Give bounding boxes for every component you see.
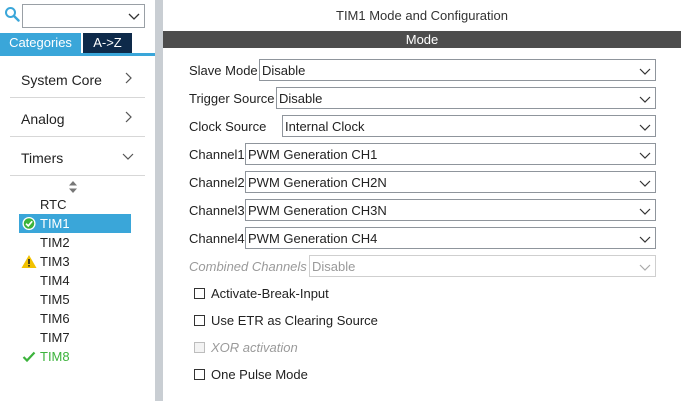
channel4-select[interactable]: PWM Generation CH4 bbox=[245, 227, 656, 249]
timer-label: TIM7 bbox=[40, 330, 70, 345]
timer-item-tim5[interactable]: TIM5 bbox=[19, 290, 131, 309]
search-row bbox=[0, 3, 155, 28]
timer-label: TIM4 bbox=[40, 273, 70, 288]
timer-item-tim2[interactable]: TIM2 bbox=[19, 233, 131, 252]
timer-item-tim4[interactable]: TIM4 bbox=[19, 271, 131, 290]
channel1-label: Channel1 bbox=[189, 147, 245, 162]
trigger-source-select[interactable]: Disable bbox=[276, 87, 656, 109]
tab-underline bbox=[0, 53, 155, 56]
sort-icon[interactable] bbox=[68, 181, 78, 193]
category-timers[interactable]: Timers bbox=[10, 138, 145, 176]
category-label: System Core bbox=[21, 72, 102, 88]
left-panel: Categories A->Z System Core Analog Timer… bbox=[0, 0, 155, 401]
category-analog[interactable]: Analog bbox=[10, 99, 145, 137]
checkbox-label: Activate-Break-Input bbox=[211, 286, 329, 301]
timer-item-tim6[interactable]: TIM6 bbox=[19, 309, 131, 328]
timer-label: TIM1 bbox=[40, 216, 70, 231]
category-tabs: Categories A->Z bbox=[0, 33, 155, 53]
check-icon bbox=[22, 351, 36, 363]
channel4-label: Channel4 bbox=[189, 231, 245, 246]
channel2-value: PWM Generation CH2N bbox=[248, 175, 387, 190]
clock-source-label: Clock Source bbox=[189, 119, 267, 134]
check-circle-icon bbox=[22, 216, 36, 231]
category-label: Timers bbox=[21, 150, 64, 166]
channel2-select[interactable]: PWM Generation CH2N bbox=[245, 171, 656, 193]
timer-label: TIM8 bbox=[40, 349, 70, 364]
checkbox-label: XOR activation bbox=[211, 340, 298, 355]
timer-label: TIM5 bbox=[40, 292, 70, 307]
chevron-down-icon bbox=[122, 153, 134, 160]
panel-splitter[interactable] bbox=[155, 0, 163, 401]
search-input[interactable] bbox=[23, 5, 123, 27]
chevron-down-icon[interactable] bbox=[128, 10, 140, 22]
timer-label: TIM3 bbox=[40, 254, 70, 269]
timer-item-tim7[interactable]: TIM7 bbox=[19, 328, 131, 347]
timer-label: TIM2 bbox=[40, 235, 70, 250]
mode-section-header[interactable]: Mode bbox=[163, 31, 681, 48]
slave-mode-label: Slave Mode bbox=[189, 63, 258, 78]
slave-mode-select[interactable]: Disable bbox=[259, 59, 656, 81]
trigger-source-label: Trigger Source bbox=[189, 91, 275, 106]
timer-item-rtc[interactable]: RTC bbox=[19, 195, 131, 214]
trigger-source-value: Disable bbox=[279, 91, 323, 106]
channel1-value: PWM Generation CH1 bbox=[248, 147, 378, 162]
chevron-down-icon bbox=[639, 152, 651, 159]
checkbox-box[interactable] bbox=[194, 369, 205, 380]
checkbox-box bbox=[194, 342, 205, 353]
combined-channels-value: Disable bbox=[312, 259, 356, 274]
chevron-down-icon bbox=[639, 264, 651, 271]
search-combobox[interactable] bbox=[22, 4, 145, 28]
tab-a-to-z[interactable]: A->Z bbox=[83, 33, 132, 53]
category-label: Analog bbox=[21, 111, 65, 127]
channel1-select[interactable]: PWM Generation CH1 bbox=[245, 143, 656, 165]
right-panel: TIM1 Mode and Configuration Mode Slave M… bbox=[163, 0, 681, 401]
chevron-down-icon bbox=[639, 96, 651, 103]
warning-icon bbox=[21, 255, 37, 268]
channel3-value: PWM Generation CH3N bbox=[248, 203, 387, 218]
timer-label: RTC bbox=[40, 197, 67, 212]
category-system-core[interactable]: System Core bbox=[10, 60, 145, 98]
chevron-down-icon bbox=[639, 124, 651, 131]
timer-item-tim8[interactable]: TIM8 bbox=[19, 347, 131, 366]
chevron-down-icon bbox=[639, 236, 651, 243]
timer-item-tim3[interactable]: TIM3 bbox=[19, 252, 131, 271]
timer-item-tim1[interactable]: TIM1 bbox=[19, 214, 131, 233]
timer-label: TIM6 bbox=[40, 311, 70, 326]
chevron-right-icon bbox=[125, 111, 132, 123]
channel4-value: PWM Generation CH4 bbox=[248, 231, 378, 246]
clock-source-value: Internal Clock bbox=[285, 119, 365, 134]
channel2-label: Channel2 bbox=[189, 175, 245, 190]
checkbox-label: One Pulse Mode bbox=[211, 367, 308, 382]
chevron-down-icon bbox=[639, 68, 651, 75]
clock-source-select[interactable]: Internal Clock bbox=[282, 115, 656, 137]
tab-categories[interactable]: Categories bbox=[0, 33, 81, 53]
combined-channels-label: Combined Channels bbox=[189, 259, 307, 274]
combined-channels-select: Disable bbox=[309, 255, 656, 277]
search-icon[interactable] bbox=[4, 6, 20, 22]
slave-mode-value: Disable bbox=[262, 63, 306, 78]
checkbox-box[interactable] bbox=[194, 315, 205, 326]
channel3-label: Channel3 bbox=[189, 203, 245, 218]
chevron-right-icon bbox=[125, 72, 132, 84]
chevron-down-icon bbox=[639, 208, 651, 215]
chevron-down-icon bbox=[639, 180, 651, 187]
page-title: TIM1 Mode and Configuration bbox=[336, 8, 508, 23]
checkbox-label: Use ETR as Clearing Source bbox=[211, 313, 378, 328]
channel3-select[interactable]: PWM Generation CH3N bbox=[245, 199, 656, 221]
checkbox-box[interactable] bbox=[194, 288, 205, 299]
